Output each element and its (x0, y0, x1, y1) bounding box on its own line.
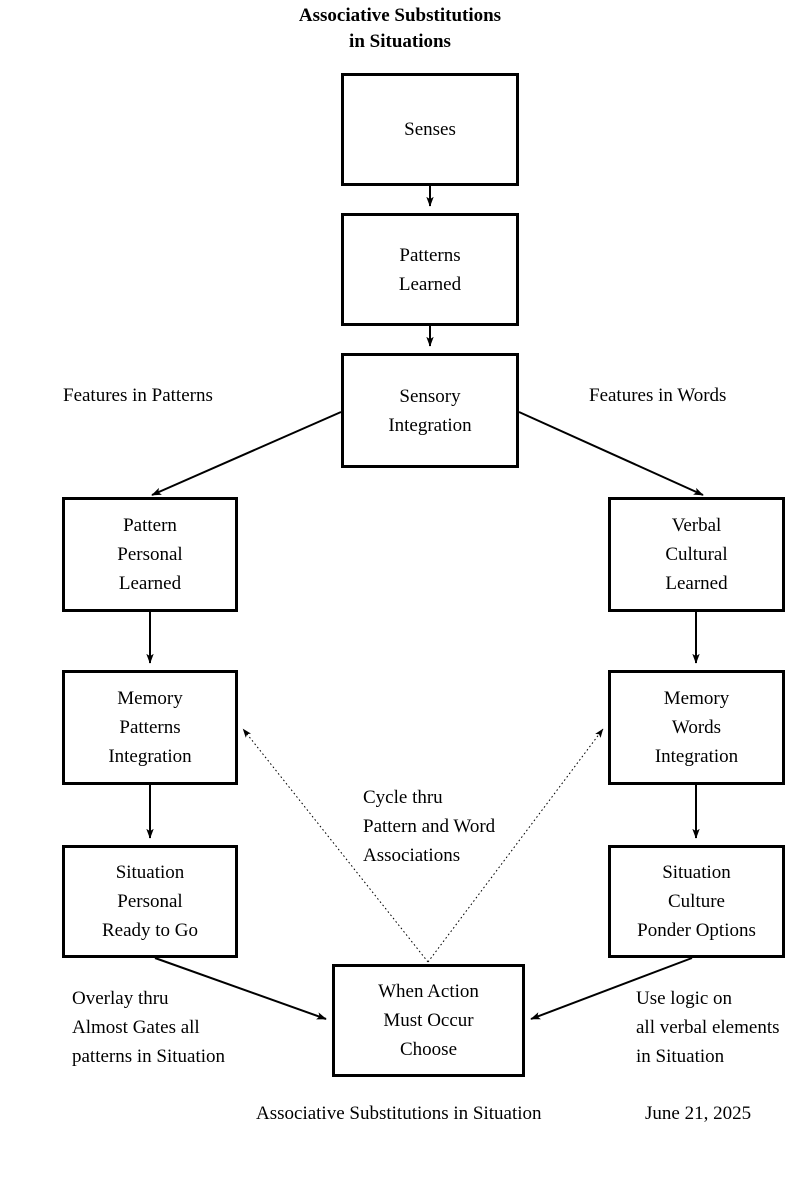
node-pattern-personal-learned[interactable]: Pattern Personal Learned (62, 497, 238, 612)
connector-sensory-to-verbal-cultural (518, 411, 704, 496)
label-overlay-thru-line-1: Overlay thru (72, 988, 169, 1009)
node-when-action[interactable]: When Action Must Occur Choose (332, 964, 525, 1077)
node-memory-words-integration-line-2: Words (671, 717, 722, 738)
node-patterns-learned-line-1: Patterns (399, 244, 461, 266)
node-verbal-cultural-learned-line-1: Verbal (671, 515, 722, 536)
label-overlay-thru: Overlay thru Almost Gates all patterns i… (72, 984, 225, 1071)
node-memory-patterns-integration[interactable]: Memory Patterns Integration (62, 670, 238, 785)
node-patterns-learned[interactable]: Patterns Learned (341, 213, 519, 326)
node-situation-culture[interactable]: Situation Culture Ponder Options (608, 845, 785, 958)
node-situation-culture-line-2: Culture (668, 891, 725, 912)
node-memory-patterns-integration-line-1: Memory (117, 688, 183, 709)
footer-date: June 21, 2025 (645, 1103, 752, 1124)
footer-caption: Associative Substitutions in Situation (256, 1103, 542, 1124)
node-situation-personal-line-3: Ready to Go (101, 920, 199, 941)
node-pattern-personal-learned-line-2: Personal (117, 544, 183, 565)
page-title-line-2: in Situations (349, 31, 451, 52)
node-pattern-personal-learned-line-3: Learned (118, 573, 182, 594)
node-pattern-personal-learned-line-1: Pattern (123, 515, 177, 536)
node-when-action-line-2: Must Occur (383, 1010, 474, 1031)
node-situation-personal[interactable]: Situation Personal Ready to Go (62, 845, 238, 958)
node-memory-words-integration-line-1: Memory (663, 688, 730, 709)
label-overlay-thru-line-2: Almost Gates all (72, 1017, 200, 1038)
label-cycle-thru-line-3: Associations (363, 845, 461, 866)
page-title-line-1: Associative Substitutions (298, 5, 502, 26)
label-cycle-thru: Cycle thru Pattern and Word Associations (363, 783, 495, 870)
label-features-in-words: Features in Words (589, 381, 726, 410)
label-use-logic-on-line-1: Use logic on (636, 988, 733, 1009)
connector-sensory-to-pattern-personal (151, 411, 342, 496)
node-sensory-integration-line-1: Sensory (399, 385, 461, 407)
label-cycle-thru-line-1: Cycle thru (363, 787, 443, 808)
node-senses-line-1: Senses (404, 119, 456, 140)
label-use-logic-on-line-2: all verbal elements (636, 1017, 780, 1038)
node-situation-personal-line-1: Situation (115, 862, 185, 883)
node-sensory-integration[interactable]: Sensory Integration (341, 353, 519, 468)
node-situation-culture-line-1: Situation (662, 862, 731, 883)
label-cycle-thru-line-2: Pattern and Word (363, 816, 496, 837)
node-memory-patterns-integration-line-2: Patterns (119, 717, 181, 738)
node-memory-patterns-integration-line-3: Integration (108, 746, 192, 767)
label-use-logic-on: Use logic on all verbal elements in Situ… (636, 984, 780, 1071)
node-verbal-cultural-learned-line-2: Cultural (665, 544, 728, 565)
node-situation-personal-line-2: Personal (117, 891, 183, 912)
node-senses[interactable]: Senses (341, 73, 519, 186)
node-memory-words-integration-line-3: Integration (654, 746, 739, 767)
node-verbal-cultural-learned[interactable]: Verbal Cultural Learned (608, 497, 785, 612)
node-when-action-line-1: When Action (378, 981, 479, 1002)
page-title: Associative Substitutions in Situations (0, 3, 800, 55)
node-patterns-learned-line-2: Learned (398, 273, 462, 295)
label-features-in-patterns-line-1: Features in Patterns (63, 385, 213, 406)
node-verbal-cultural-learned-line-3: Learned (665, 573, 728, 594)
node-when-action-line-3: Choose (400, 1039, 457, 1060)
label-use-logic-on-line-3: in Situation (636, 1046, 725, 1067)
label-overlay-thru-line-3: patterns in Situation (72, 1046, 226, 1067)
node-sensory-integration-line-2: Integration (388, 414, 472, 436)
label-features-in-words-line-1: Features in Words (589, 385, 727, 406)
label-features-in-patterns: Features in Patterns (63, 381, 213, 410)
node-situation-culture-line-3: Ponder Options (637, 920, 756, 941)
node-memory-words-integration[interactable]: Memory Words Integration (608, 670, 785, 785)
